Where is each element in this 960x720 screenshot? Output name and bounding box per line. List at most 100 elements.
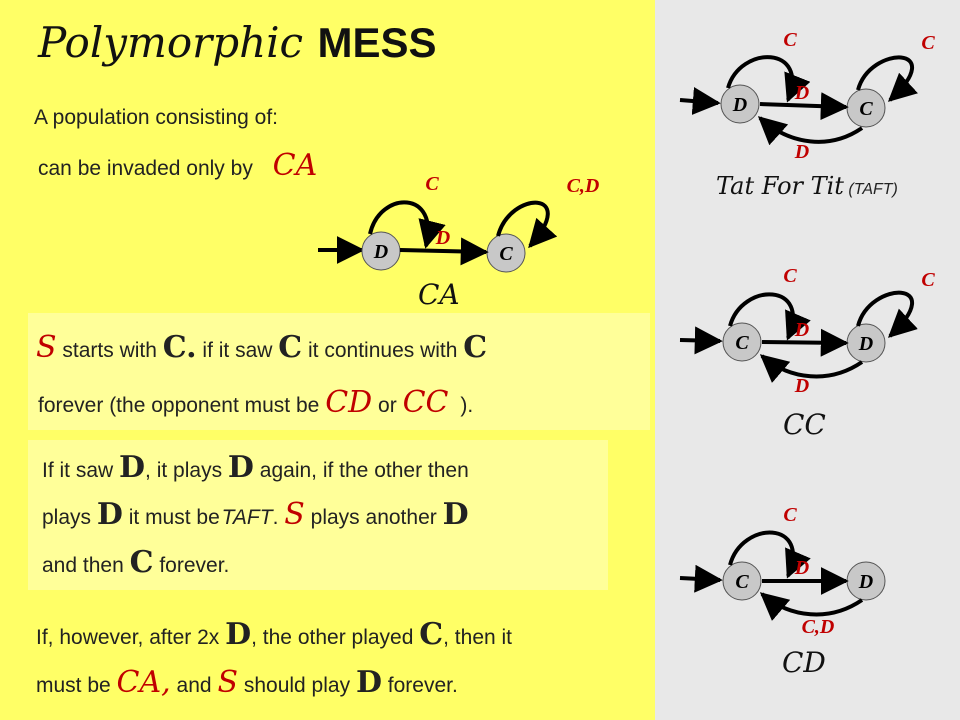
cd-label: CD [782,646,826,679]
taft-start-arrow [679,87,721,115]
intro-ca: CA [272,148,318,183]
slide-title: Polymorphic MESS [38,18,437,67]
panel1-t3: it continues with [308,339,458,362]
cd-node-left [722,561,762,601]
panel3-line2: must be CA, and S should play D forever. [36,665,458,700]
panel1-t5: or [378,394,397,417]
panel2-d3: D [96,497,123,532]
panel-1 [28,313,650,430]
panel2-line2: plays D it must be TAFT. S plays another… [42,497,469,532]
taft-self-left-label: C [783,29,797,51]
panel1-c2: C [278,330,303,365]
panel2-c: C [129,545,154,580]
ca-transition-label: D [435,227,450,249]
panel1-line2: forever (the opponent must be CD or CC )… [38,385,473,420]
cd-bottom-label: C,D [802,616,835,638]
cc-bottom-transition [759,354,864,384]
taft-diagram: D C C C D D [679,29,935,163]
panel3-ca: CA, [116,665,171,700]
panel1-t2: if it saw [202,339,273,362]
taft-label-plain: (TAFT) [848,181,898,198]
panel3-d1: D [225,617,252,652]
panel1-t4: forever (the opponent must be [38,394,320,417]
cd-self-left-label: C [783,504,797,526]
cd-diagram: C D C D C,D [679,504,886,638]
taft-node-right-label: C [859,98,873,120]
intro-line2-text: can be invaded only by [38,157,253,180]
right-diagrams: D C C C D D C D C C D D C D C [679,29,935,638]
panel3-d2: D [355,665,382,700]
panel1-cc: CC [402,385,449,420]
taft-self-left [726,55,811,103]
ca-label: CA [418,278,460,311]
ca-self-left-label: C [425,173,439,195]
cc-node-right-label: D [858,333,873,355]
panel2-t6: . [272,506,279,529]
panel1-t1: starts with [62,339,157,362]
title-script: Polymorphic [38,18,304,67]
cc-start-arrow [679,326,723,355]
ca-node-left-label: D [373,241,388,263]
cc-top-label: D [794,319,809,341]
panel2-t7: plays another [310,506,437,529]
panel2-d4: D [442,497,469,532]
cc-node-left [722,322,762,362]
panel2-line3: and then C forever. [42,545,229,580]
panel3-c1: C [419,617,444,652]
panel3-t3: , then it [443,626,513,649]
ca-diagram: D C C C,D D [318,173,600,273]
panel1-c1: C. [162,330,197,365]
panel2-t8: and then [42,554,124,577]
taft-label: Tat For Tit (TAFT) [716,172,898,200]
cc-self-left-label: C [783,265,797,287]
cc-node-left-label: C [735,332,749,354]
cd-top-label: D [794,557,809,579]
panel3-t6: should play [243,674,351,697]
taft-self-right-label: C [921,32,935,54]
panel3-t2: , the other played [251,626,414,649]
cc-diagram: C D C C D D [679,265,935,397]
taft-label-script: Tat For Tit [716,172,844,200]
intro-line1: A population consisting of: [34,106,279,129]
right-panel [655,0,960,720]
panel1-s: S [36,330,57,365]
panel1-t6: ). [460,394,474,417]
panel1-cd: CD [325,385,373,420]
panel2-t4: plays [42,506,92,529]
panel2-t1: If it saw [42,459,114,482]
cd-self-left [728,530,811,579]
panel2-s: S [284,497,305,532]
cc-top-transition [761,328,849,357]
cd-start-arrow [679,564,723,593]
panel2-line1: If it saw D, it plays D again, if the ot… [42,450,469,485]
ca-self-loop-right [496,200,558,249]
taft-top-transition [759,92,849,121]
cc-self-right-label: C [921,269,935,291]
panel1-c3: C [463,330,488,365]
taft-self-right [856,55,919,102]
cd-node-left-label: C [735,571,749,593]
panel2-taft: TAFT [221,506,273,529]
panel2-t2: , it plays [145,459,223,482]
panel2-t5: it must be [128,506,220,529]
taft-node-left-label: D [732,94,747,116]
panel3-t5: and [176,674,212,697]
panel2-t3: again, if the other then [259,459,469,482]
ca-self-loop-left [368,200,446,249]
cc-self-left [728,292,811,341]
panel2-t9: forever. [159,554,230,577]
title-bold: MESS [317,19,437,66]
panel-2 [28,440,608,590]
panel3-t4: must be [36,674,111,697]
panel1-line1: S starts with C. if it saw C it continue… [36,330,487,365]
cd-node-right-label: D [858,571,873,593]
intro-line2: can be invaded only by CA [38,148,317,183]
ca-self-right-label: C,D [567,175,600,197]
panel2-d2: D [227,450,254,485]
panel3-t1: If, however, after 2x [36,626,220,649]
ca-transition [399,237,489,266]
cc-self-right [856,290,918,338]
taft-top-label: D [794,82,809,104]
panel3-s: S [217,665,238,700]
panel3-line1: If, however, after 2x D, the other playe… [36,617,512,652]
